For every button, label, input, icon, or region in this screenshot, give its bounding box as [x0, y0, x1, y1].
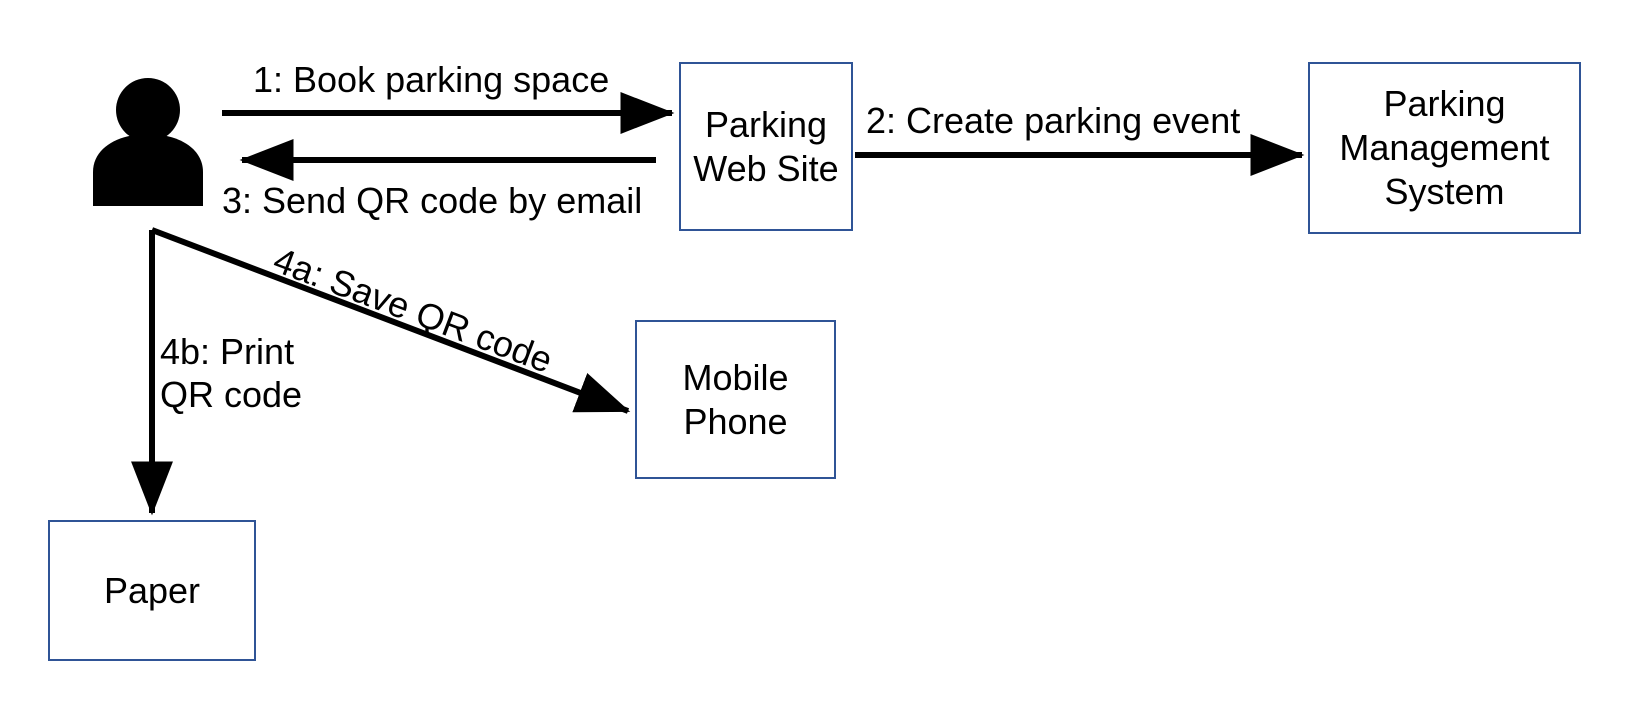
message-label-2: 2: Create parking event [866, 100, 1241, 141]
node-parking-management-system[interactable]: Parking Management System [1308, 62, 1581, 234]
user-actor[interactable] [88, 76, 208, 206]
message-label-1: 1: Book parking space [253, 59, 610, 100]
node-parking-web-site[interactable]: Parking Web Site [679, 62, 853, 231]
connector-msg-4a [150, 227, 631, 414]
message-label-3: 3: Send QR code by email [222, 180, 643, 221]
node-paper[interactable]: Paper [48, 520, 256, 661]
person-icon [93, 78, 203, 206]
node-mobile-phone[interactable]: Mobile Phone [635, 320, 836, 479]
message-label-4b: 4b: Print QR code [160, 331, 303, 416]
